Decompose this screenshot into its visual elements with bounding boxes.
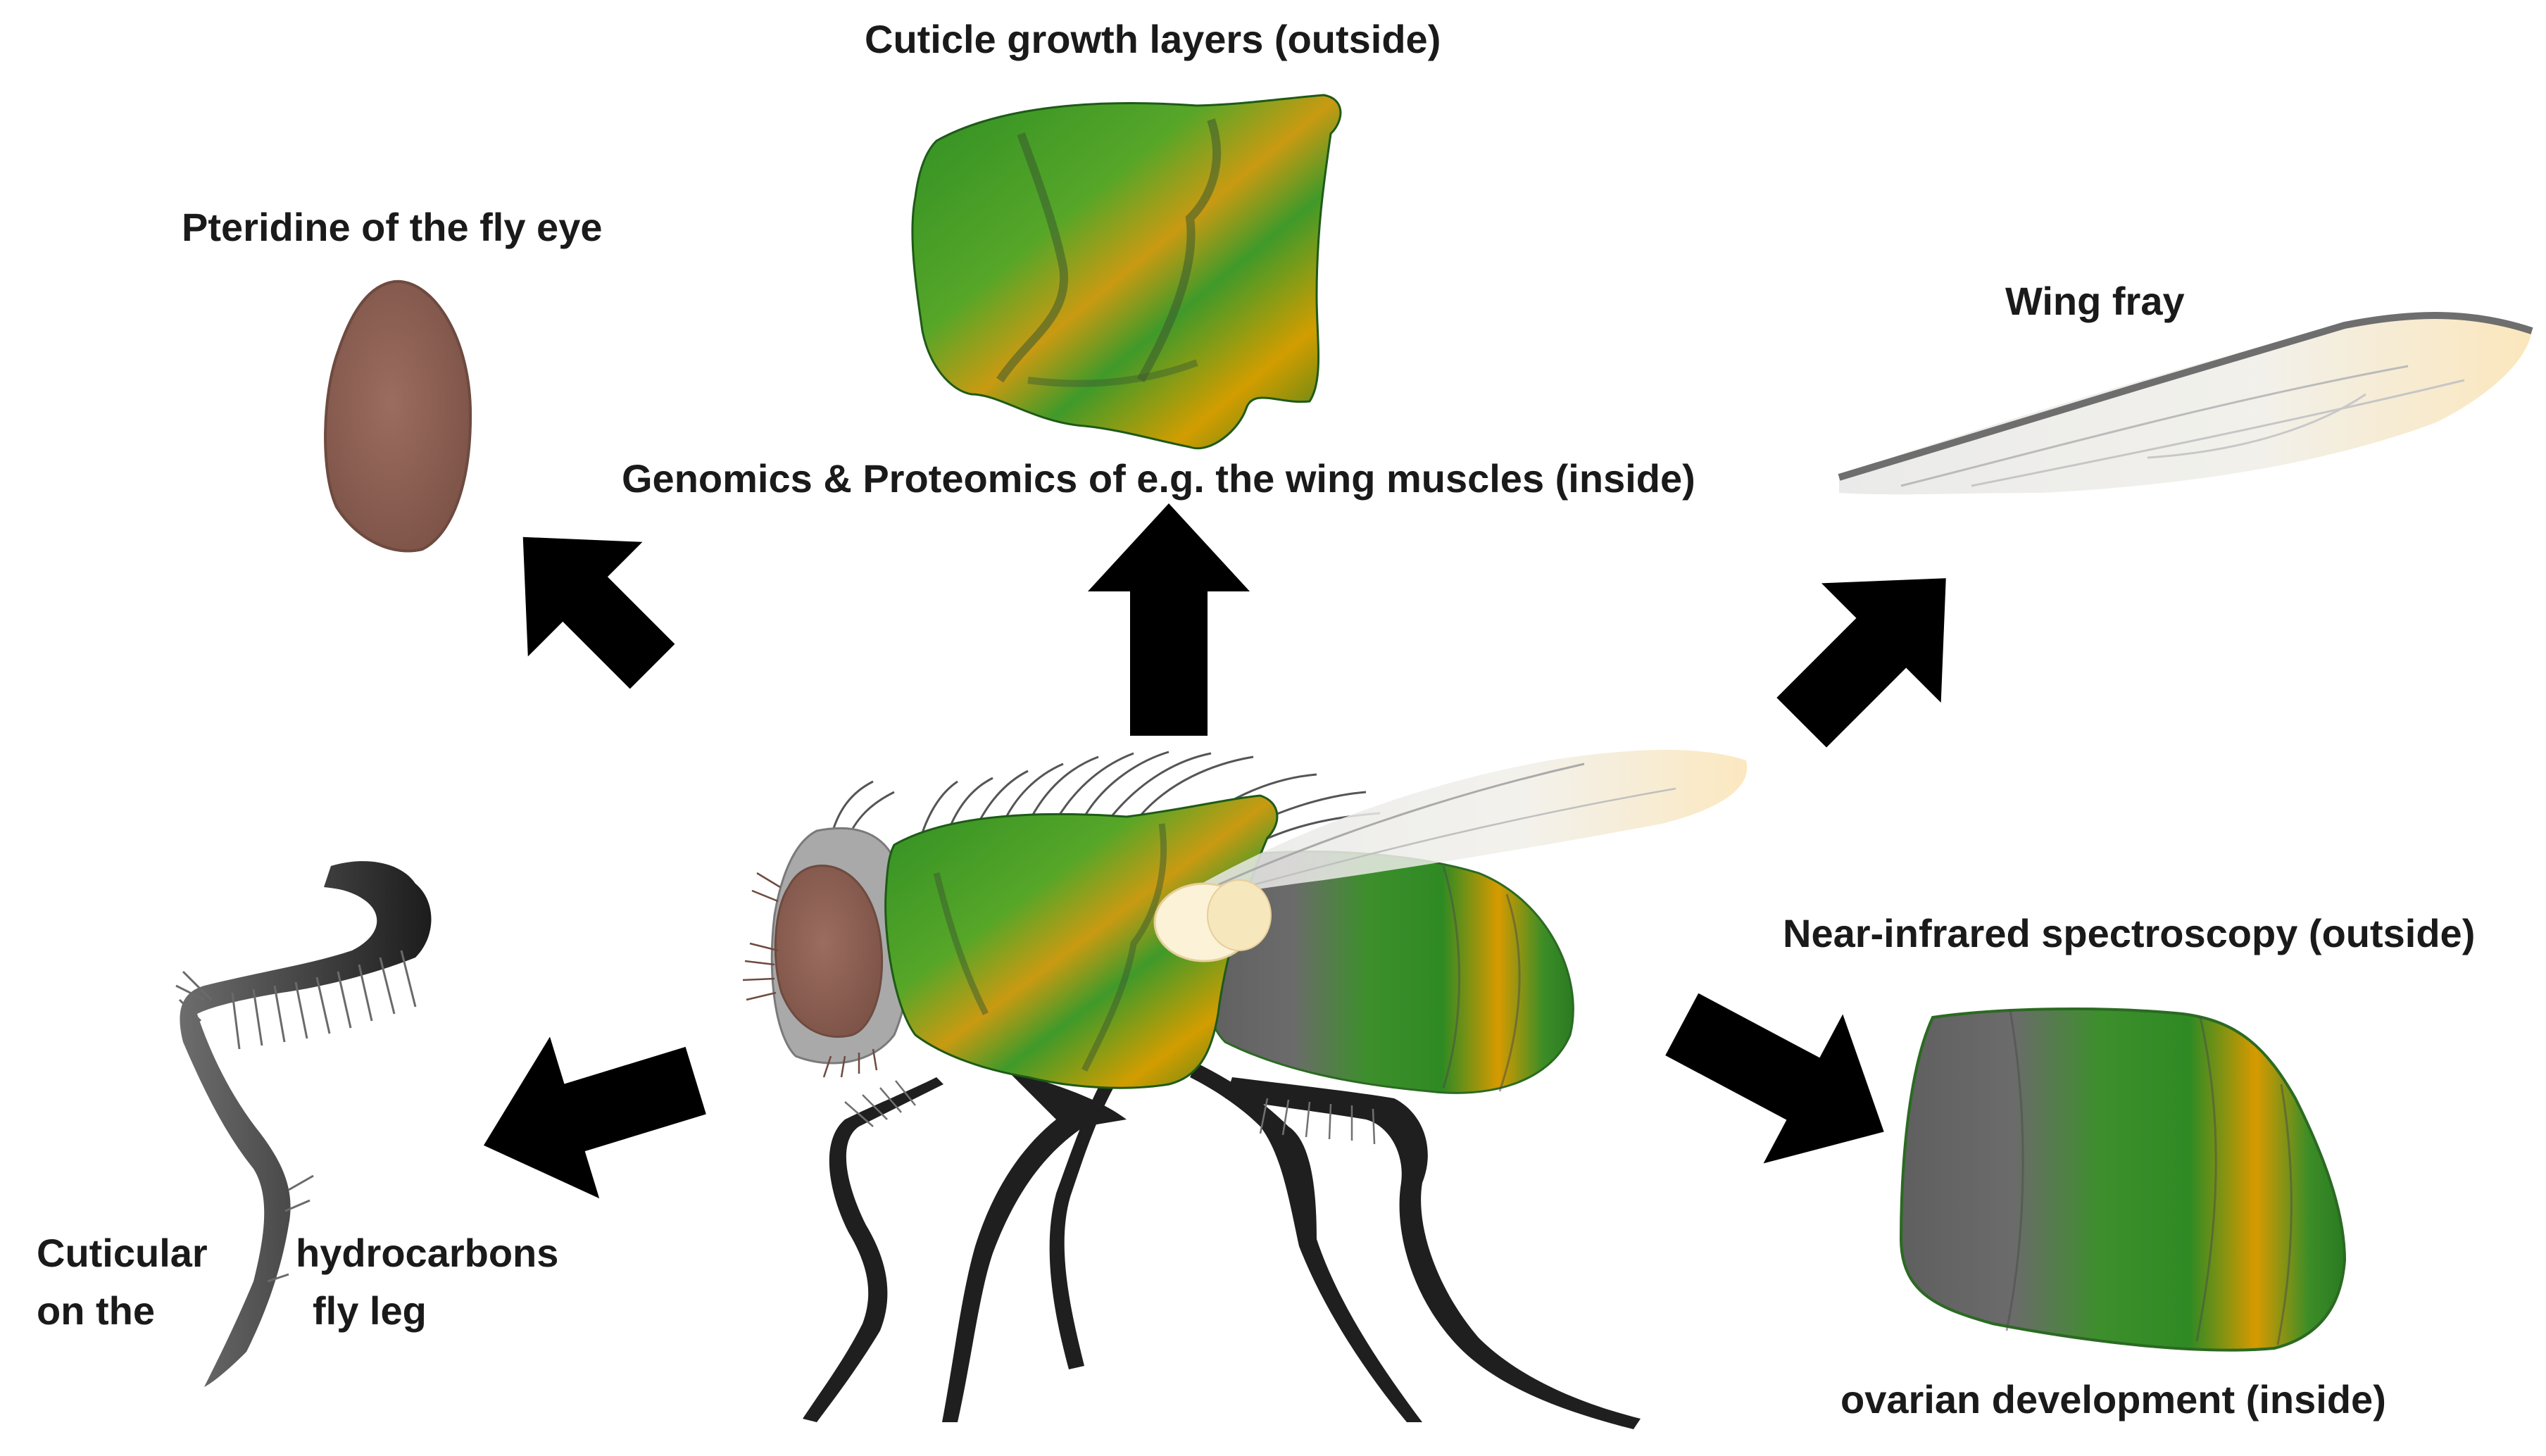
label-on-the: on the <box>37 1288 155 1333</box>
fly-illustration <box>742 750 1748 1429</box>
arrow-down-left <box>483 1036 706 1199</box>
thorax-illustration <box>911 94 1342 450</box>
fly-face-hairs <box>742 872 878 1078</box>
arrow-down-right <box>1665 993 1884 1164</box>
label-nir: Near-infrared spectroscopy (outside) <box>1783 911 2476 955</box>
label-cuticular: Cuticular <box>37 1231 208 1275</box>
label-ovarian: ovarian development (inside) <box>1840 1377 2386 1422</box>
label-fly-leg: fly leg <box>313 1288 427 1333</box>
label-hydrocarbons: hydrocarbons <box>296 1231 559 1275</box>
label-pteridine: Pteridine of the fly eye <box>182 205 603 249</box>
label-genomics: Genomics & Proteomics of e.g. the wing m… <box>622 456 1695 501</box>
leg-illustration <box>175 861 432 1387</box>
eye-illustration <box>324 280 472 553</box>
label-cuticle-growth: Cuticle growth layers (outside) <box>865 17 1441 61</box>
fly-leg-hairs <box>844 1080 1376 1145</box>
arrow-up-right <box>1776 578 1946 748</box>
wing-illustration <box>1838 312 2533 495</box>
arrow-up-left <box>522 536 675 689</box>
fly-legs <box>803 1063 1641 1429</box>
fly-wing <box>1183 750 1748 901</box>
label-wing-fray: Wing fray <box>2005 279 2185 323</box>
abdomen-illustration <box>1899 1008 2347 1352</box>
arrow-up <box>1088 503 1250 736</box>
fly-compound-eye <box>774 865 884 1038</box>
